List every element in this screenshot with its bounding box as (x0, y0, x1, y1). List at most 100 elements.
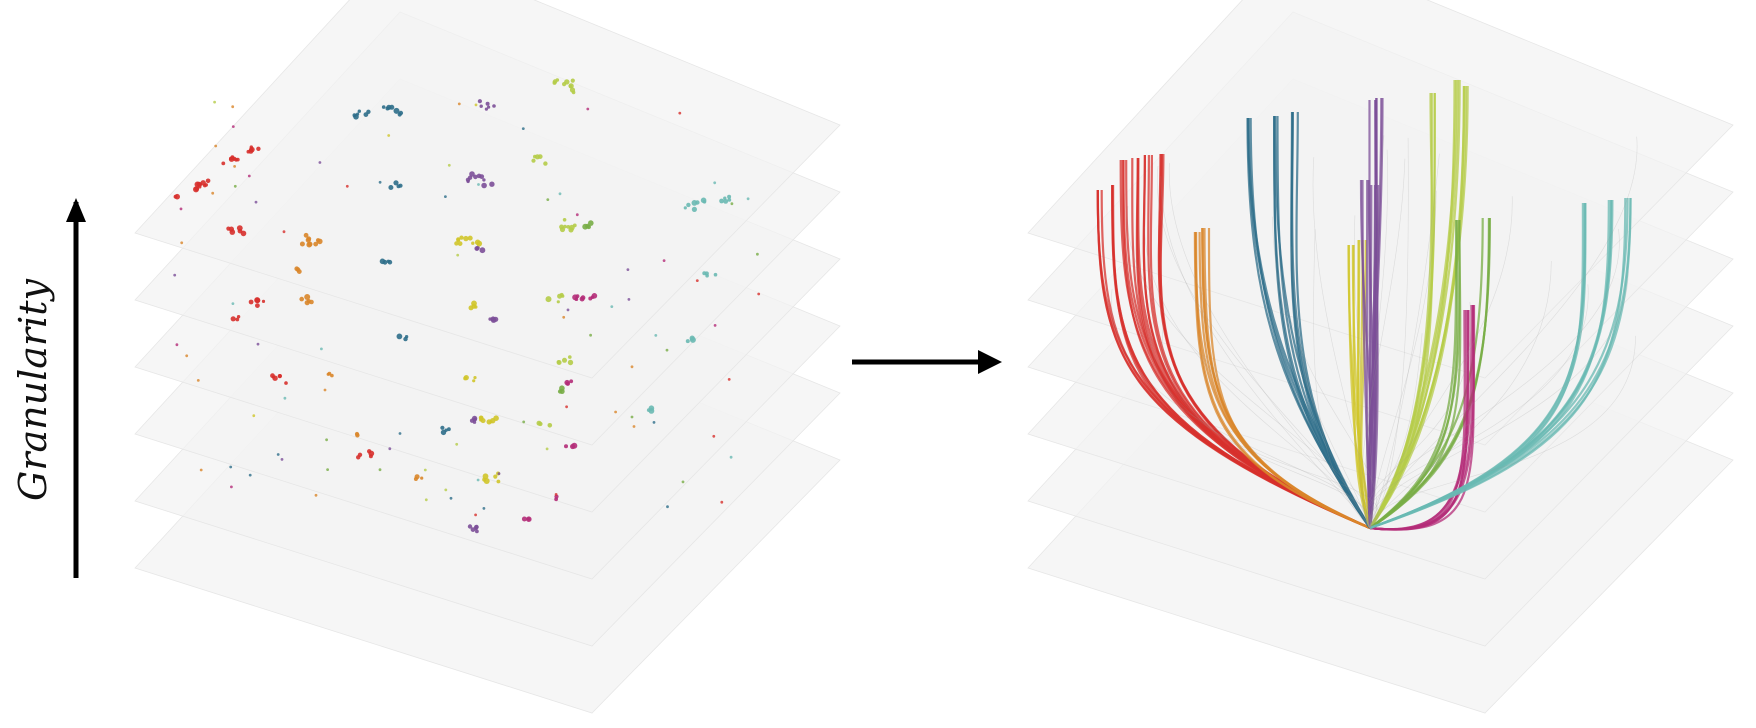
background-trajectory (1111, 288, 1371, 529)
cluster-point (299, 241, 305, 247)
cluster-point (388, 185, 394, 190)
cluster-point (313, 241, 319, 247)
scatter-point (233, 184, 237, 188)
scatter-point (681, 480, 685, 484)
cluster-point (490, 418, 496, 424)
cluster-point (545, 296, 552, 303)
scatter-point (231, 302, 235, 305)
scatter-point (474, 103, 478, 107)
background-trajectory (1369, 335, 1636, 529)
background-trajectory (1162, 323, 1371, 529)
cluster-point (683, 206, 687, 210)
scatter-point (713, 181, 717, 185)
background-trajectory (1369, 137, 1409, 529)
scatter-point (323, 388, 327, 392)
scatter-point (662, 259, 666, 262)
cluster-point (562, 357, 567, 363)
cluster-point (483, 478, 490, 484)
scatter-point (477, 183, 480, 186)
cluster-point (467, 524, 473, 529)
background-trajectory (1369, 136, 1638, 529)
cluster-point (235, 317, 240, 322)
background-trajectory (1366, 284, 1589, 529)
cluster-point (454, 241, 459, 246)
background-trajectory (1291, 246, 1371, 529)
scatter-point (276, 453, 280, 456)
cluster-point (440, 425, 445, 430)
cluster-point (470, 527, 476, 532)
cluster-point (230, 316, 236, 322)
cluster-point (646, 408, 651, 412)
scatter-point (252, 414, 256, 418)
granularity-arrowhead-icon (66, 198, 86, 222)
cluster-point (591, 293, 598, 299)
cluster-point (356, 455, 361, 460)
cluster-point (326, 372, 330, 376)
scatter-point (756, 252, 759, 256)
cluster-point (317, 238, 323, 245)
cluster-point (444, 428, 448, 432)
cluster-point (537, 154, 543, 160)
cluster-point (479, 104, 483, 108)
cluster-point (196, 181, 202, 187)
cluster-point (727, 198, 732, 202)
background-trajectory (1127, 206, 1372, 529)
scatter-point (345, 184, 349, 188)
scatter-point (318, 161, 322, 164)
cluster-point (713, 272, 718, 277)
scatter-point (173, 273, 177, 277)
cluster-point (477, 99, 482, 104)
scatter-point (522, 420, 526, 424)
scatter-point (456, 253, 460, 257)
scatter-point (387, 134, 391, 137)
cluster-point (234, 157, 239, 162)
scatter-point (476, 478, 480, 482)
cluster-point (705, 273, 709, 278)
cluster-point (173, 194, 178, 199)
cluster-point (569, 379, 574, 384)
cluster-point (255, 303, 260, 308)
cluster-point (457, 241, 463, 247)
scatter-point (729, 455, 733, 459)
background-trajectory (1369, 135, 1385, 529)
trajectory-line (1369, 79, 1461, 529)
cluster-point (354, 431, 360, 437)
cluster-point (538, 421, 543, 427)
cluster-point (481, 182, 487, 189)
background-trajectory (1369, 153, 1440, 529)
cluster-point (249, 147, 254, 152)
scatter-point (213, 100, 217, 104)
background-trajectory (1160, 176, 1371, 529)
trajectory-line (1369, 197, 1627, 530)
scatter-point (654, 334, 658, 337)
cluster-point (471, 241, 475, 245)
scatter-point (554, 493, 558, 496)
cluster-point (366, 109, 371, 115)
scatter-point (248, 473, 252, 477)
cluster-point (571, 442, 578, 449)
cluster-point (256, 146, 261, 151)
trajectory-line (1193, 231, 1371, 530)
cluster-point (204, 183, 208, 187)
cluster-point (236, 315, 241, 319)
trajectory-line (1369, 85, 1466, 529)
cluster-point (521, 516, 527, 522)
background-trajectory (1149, 332, 1379, 529)
cluster-point (379, 258, 386, 265)
cluster-point (543, 161, 548, 166)
cluster-point (489, 181, 495, 187)
scatter-point (444, 488, 448, 492)
cluster-point (686, 202, 691, 208)
scatter-point (320, 347, 323, 351)
scatter-point (229, 465, 233, 469)
cluster-point (691, 200, 698, 206)
cluster-point (396, 333, 403, 340)
trajectory-line (1368, 184, 1377, 529)
cluster-point (559, 226, 566, 233)
cluster-point (386, 259, 390, 263)
scatter-point (230, 485, 233, 489)
cluster-point (571, 90, 576, 95)
cluster-point (277, 374, 282, 379)
scatter-point (179, 207, 183, 211)
cluster-point (723, 199, 729, 204)
